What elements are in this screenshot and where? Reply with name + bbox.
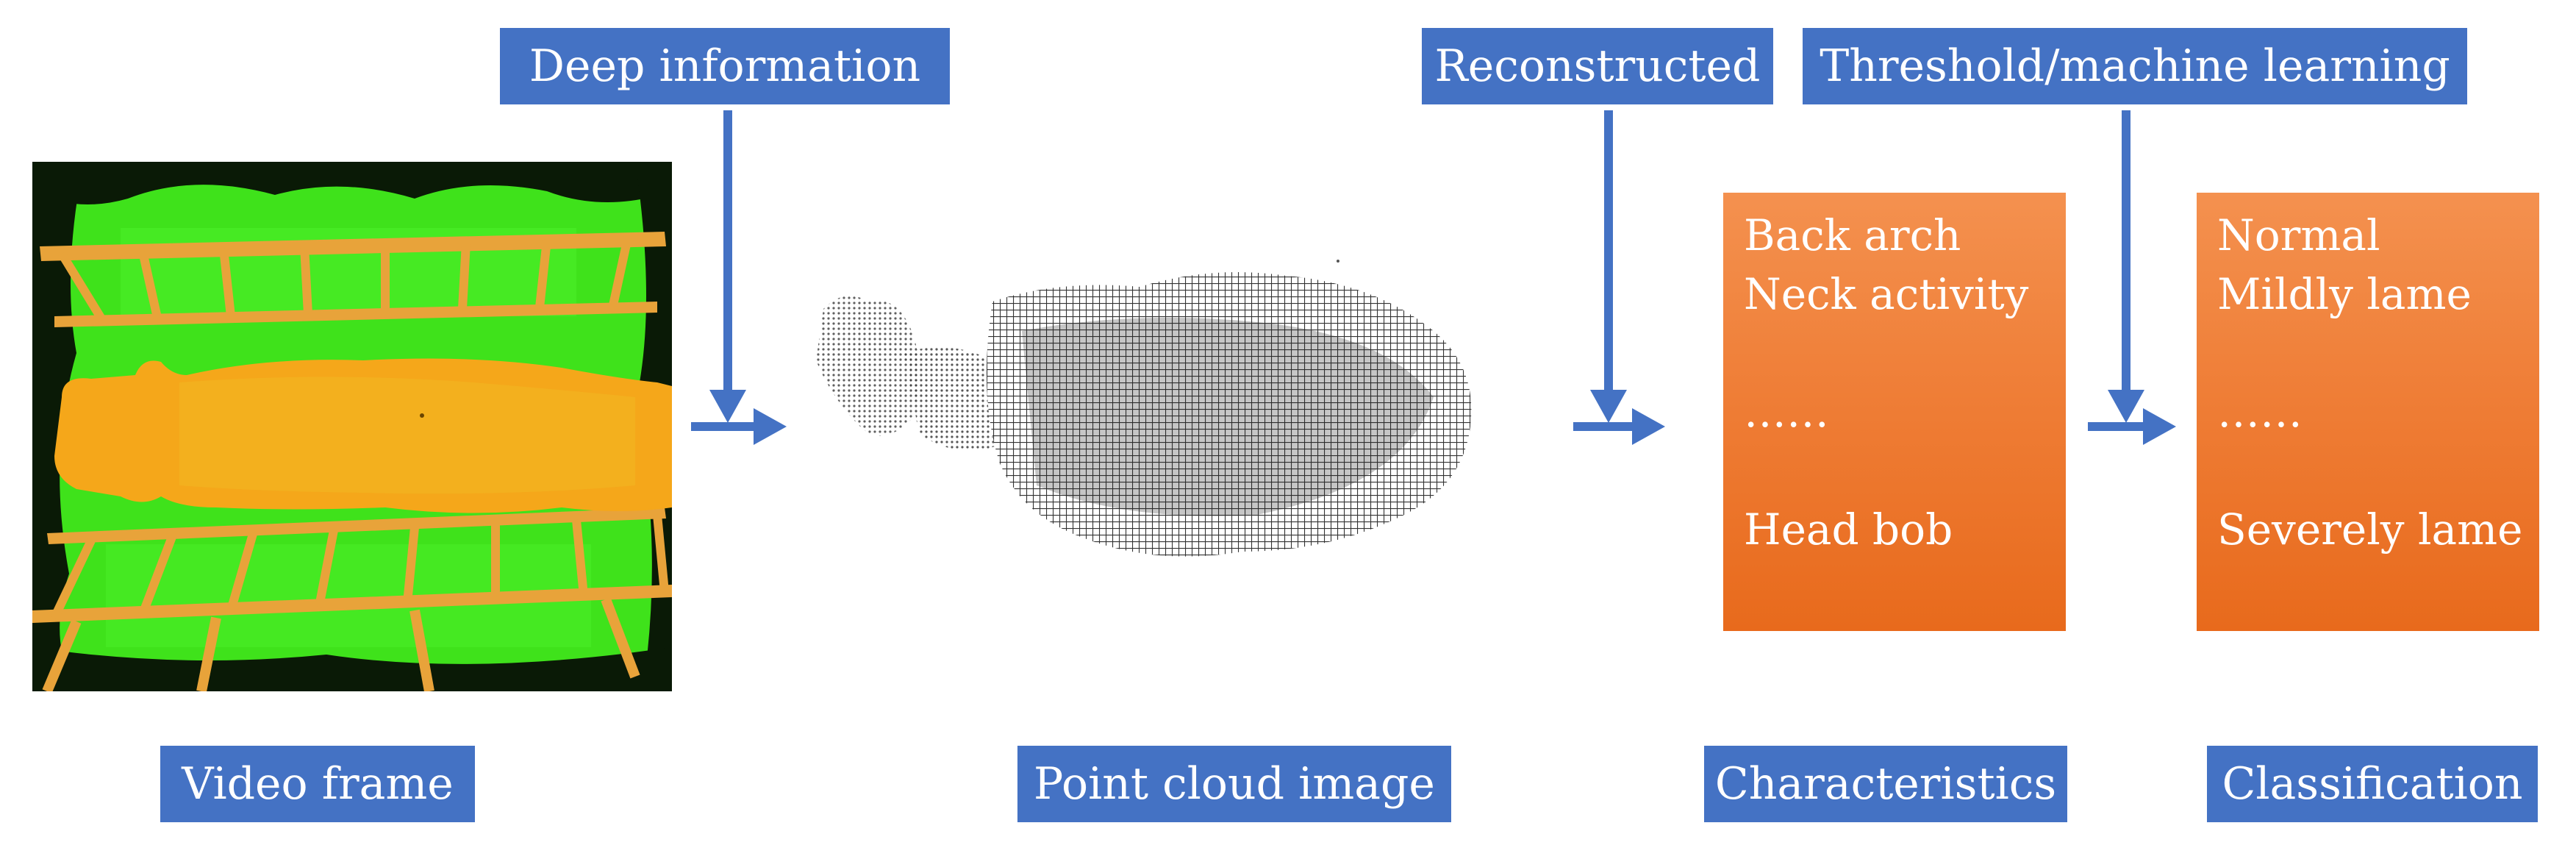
down-arrow-icon (2108, 390, 2144, 423)
video-frame-label: Video frame (160, 746, 475, 822)
right-arrow-icon (754, 408, 787, 445)
down-arrow-icon (1590, 390, 1627, 423)
right-arrow-icon (2143, 408, 2176, 445)
down-arrow-icon (709, 390, 746, 423)
characteristic-item: Head bob (1744, 505, 1953, 555)
characteristic-item: Neck activity (1744, 269, 2029, 319)
characteristics-box: Back arch Neck activity …… Head bob (1723, 193, 2066, 631)
point-cloud-image-label: Point cloud image (1017, 746, 1451, 822)
threshold-machine-learning-label: Threshold/machine learning (1803, 28, 2467, 104)
reconstructed-label: Reconstructed (1422, 28, 1773, 104)
classification-label: Classification (2207, 746, 2538, 822)
classification-item: Normal (2217, 210, 2380, 260)
video-frame-image (32, 162, 672, 691)
depth-map-graphic (32, 162, 672, 691)
right-arrow-icon (1632, 408, 1665, 445)
classification-box: Normal Mildly lame …… Severely lame (2197, 193, 2539, 631)
classification-item: Severely lame (2217, 505, 2523, 555)
characteristic-ellipsis: …… (1744, 387, 1829, 437)
point-cloud-image (801, 250, 1581, 588)
point-cloud-graphic (816, 260, 1472, 557)
deep-information-label: Deep information (500, 28, 950, 104)
characteristics-label: Characteristics (1704, 746, 2067, 822)
characteristic-item: Back arch (1744, 210, 1961, 260)
classification-item: Mildly lame (2217, 269, 2472, 319)
classification-ellipsis: …… (2217, 387, 2303, 437)
